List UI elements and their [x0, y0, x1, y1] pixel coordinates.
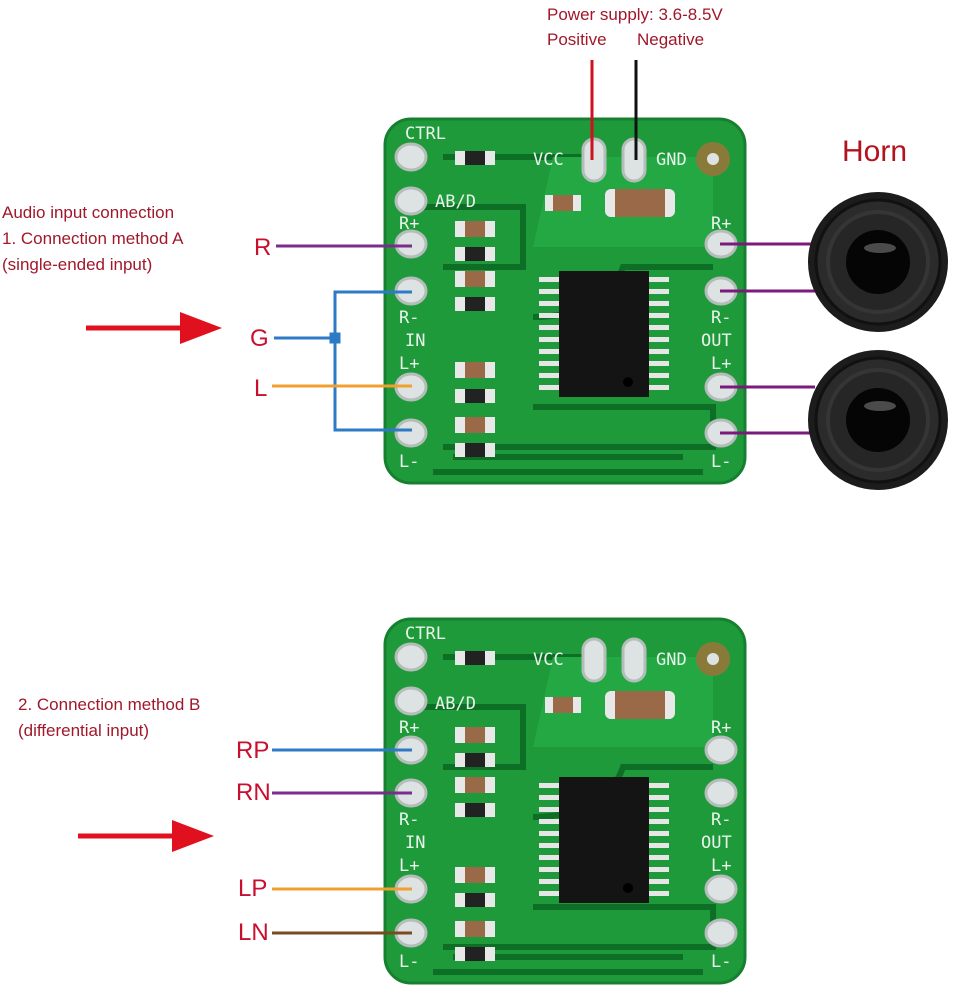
silk-in-r-minus: R- — [399, 810, 419, 830]
speaker-wires — [720, 242, 815, 435]
silk-out: OUT — [701, 331, 732, 351]
silk-in-r-minus: R- — [399, 308, 419, 328]
negative-label: Negative — [637, 30, 705, 49]
silk-in-r-plus: R+ — [399, 214, 419, 234]
wire-label-rn: RN — [236, 779, 271, 806]
wire-label-g: G — [250, 325, 269, 352]
silk-out-r-minus: R- — [711, 810, 731, 830]
method-b-title: 2. Connection method B — [18, 695, 201, 714]
silk-out-l-minus: L- — [711, 452, 731, 472]
speaker-icon — [808, 192, 948, 332]
silk-vcc: VCC — [533, 650, 564, 670]
silk-in: IN — [405, 331, 425, 351]
silk-ctrl: CTRL — [405, 124, 446, 144]
silk-out-r-plus: R+ — [711, 214, 731, 234]
silk-ctrl: CTRL — [405, 624, 446, 644]
positive-label: Positive — [547, 30, 607, 49]
smd-components — [455, 151, 675, 457]
wire-label-r: R — [254, 234, 272, 261]
silk-abd: AB/D — [435, 192, 476, 212]
silk-vcc: VCC — [533, 150, 564, 170]
wire-label-rp: RP — [236, 737, 270, 764]
amplifier-ic — [539, 777, 669, 903]
silk-out-r-plus: R+ — [711, 718, 731, 738]
silk-out-l-plus: L+ — [711, 856, 731, 876]
silk-abd: AB/D — [435, 694, 476, 714]
vcc-pad — [581, 137, 607, 183]
wire-g — [274, 290, 412, 432]
wire-label-ln: LN — [238, 919, 269, 946]
amplifier-board-a: CTRL AB/D VCC GND R+ R- IN L+ L- R+ R- O… — [383, 117, 747, 485]
wire-label-l: L — [254, 375, 268, 402]
gnd-pad — [621, 637, 647, 683]
silk-out-l-minus: L- — [711, 952, 731, 972]
vcc-pad — [581, 637, 607, 683]
silk-gnd: GND — [656, 150, 687, 170]
audio-input-heading: Audio input connection — [2, 203, 175, 222]
wire-label-lp: LP — [238, 875, 268, 902]
silk-out-l-plus: L+ — [711, 354, 731, 374]
silk-in-l-plus: L+ — [399, 856, 419, 876]
gnd-pad — [621, 137, 647, 183]
silk-gnd: GND — [656, 650, 687, 670]
power-supply-label: Power supply: 3.6-8.5V — [547, 5, 723, 24]
amplifier-board-b: CTRL AB/D VCC GND R+ R- IN L+ L- R+ R- O… — [383, 617, 747, 985]
smd-components — [455, 651, 675, 961]
silk-in-l-plus: L+ — [399, 354, 419, 374]
silk-in-l-minus: L- — [399, 452, 419, 472]
method-a-title: 1. Connection method A — [2, 229, 184, 248]
silk-in-l-minus: L- — [399, 952, 419, 972]
silk-out-r-minus: R- — [711, 308, 731, 328]
method-a-subtitle: (single-ended input) — [2, 255, 153, 274]
arrow-right-icon — [86, 312, 222, 344]
speaker-icon — [808, 350, 948, 490]
silk-in-r-plus: R+ — [399, 718, 419, 738]
silk-out: OUT — [701, 833, 732, 853]
silk-in: IN — [405, 833, 425, 853]
arrow-right-icon — [78, 820, 214, 852]
method-b-subtitle: (differential input) — [18, 721, 150, 740]
horn-label: Horn — [842, 135, 908, 168]
amplifier-ic — [539, 271, 669, 397]
right-pads — [704, 735, 738, 948]
